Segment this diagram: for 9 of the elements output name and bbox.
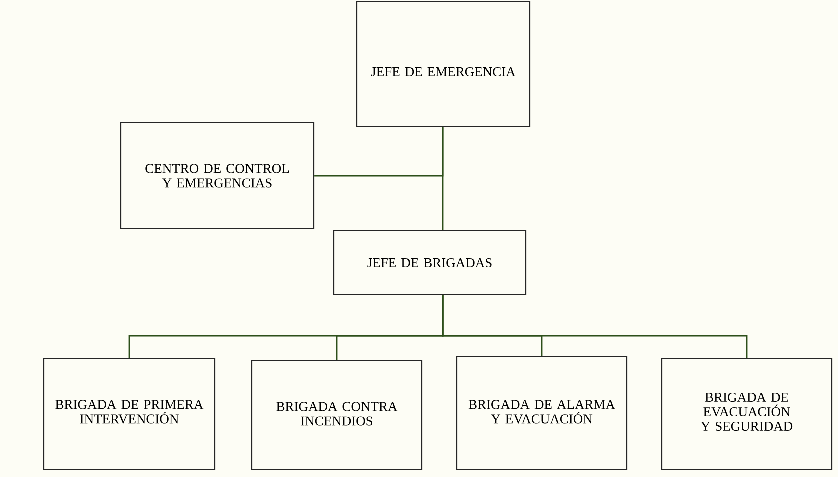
org-box: JEFE DE EMERGENCIA — [356, 1, 531, 128]
org-box: JEFE DE BRIGADAS — [333, 230, 527, 296]
org-box: BRIGADA CONTRA INCENDIOS — [251, 360, 423, 471]
org-box: BRIGADA DE ALARMA Y EVACUACIÓN — [456, 356, 628, 471]
org-box: CENTRO DE CONTROL Y EMERGENCIAS — [120, 122, 315, 230]
org-box: BRIGADA DE EVACUACIÓN Y SEGURIDAD — [661, 358, 833, 471]
connector-line — [442, 296, 748, 358]
org-box: BRIGADA DE PRIMERA INTERVENCIÓN — [43, 358, 216, 471]
connector-line — [314, 128, 444, 177]
